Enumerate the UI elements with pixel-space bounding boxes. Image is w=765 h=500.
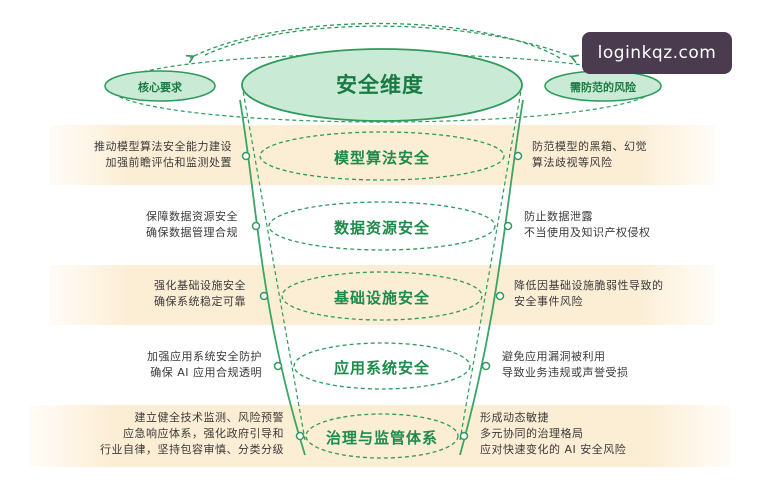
node-left-5 (295, 431, 305, 441)
layer-label-3: 基础设施安全 (333, 289, 430, 307)
risk-text-3: 降低因基础设施脆弱性导致的 安全事件风险 (514, 279, 664, 308)
layer-label-1: 模型算法安全 (333, 149, 430, 167)
node-right-1 (513, 151, 523, 161)
right-pill-label: 需防范的风险 (570, 81, 636, 94)
layer-ellipse-5 (305, 413, 459, 459)
right-guide-line (459, 99, 524, 456)
layer-ellipse-4 (293, 342, 471, 390)
left-pill-label: 核心要求 (138, 81, 182, 94)
funnel-side-right (459, 84, 523, 441)
layer-ellipse-2 (268, 201, 496, 251)
risk-text-1: 防范模型的黑箱、幻觉 算法歧视等风险 (532, 140, 647, 169)
risk-text-5: 形成动态敏捷 多元协同的治理格局 应对快速变化的 AI 安全风险 (480, 411, 627, 456)
layer-label-4: 应用系统安全 (333, 359, 430, 377)
layer-ellipse-1 (259, 131, 505, 181)
funnel-side-left (241, 84, 306, 441)
left-pill (104, 70, 216, 102)
node-left-4 (273, 361, 283, 371)
node-left-2 (251, 221, 261, 231)
layer-label-2: 数据资源安全 (333, 219, 430, 237)
band-1 (50, 125, 715, 185)
node-right-2 (503, 221, 513, 231)
layer-ellipse-3 (281, 271, 483, 321)
requirement-text-1: 推动模型算法安全能力建设 加强前瞻评估和监测处置 (94, 140, 232, 169)
requirement-text-2: 保障数据资源安全 确保数据管理合规 (146, 210, 238, 239)
node-right-3 (495, 291, 505, 301)
node-left-3 (259, 291, 269, 301)
requirement-text-5: 建立健全技术监测、风险预警 应急响应体系，强化政府引导和 行业自律，坚持包容审慎… (100, 411, 284, 456)
layer-label-5: 治理与监管体系 (325, 429, 438, 447)
dimension-title: 安全维度 (336, 73, 424, 97)
band-5 (30, 405, 730, 467)
watermark: loginkqz.com (582, 32, 732, 74)
node-left-1 (241, 151, 251, 161)
node-right-4 (481, 361, 491, 371)
node-right-5 (459, 431, 469, 441)
risk-text-2: 防止数据泄露 不当使用及知识产权侵权 (524, 210, 651, 239)
requirement-text-4: 加强应用系统安全防护 确保 AI 应用合规透明 (147, 350, 262, 379)
left-guide-line (239, 99, 306, 456)
band-3 (50, 265, 715, 325)
risk-text-4: 避免应用漏洞被利用 导致业务违规或声誉受损 (502, 350, 629, 379)
requirement-text-3: 强化基础设施安全 确保系统稳定可靠 (154, 279, 246, 308)
top-arc-arrow-right (204, 25, 575, 58)
